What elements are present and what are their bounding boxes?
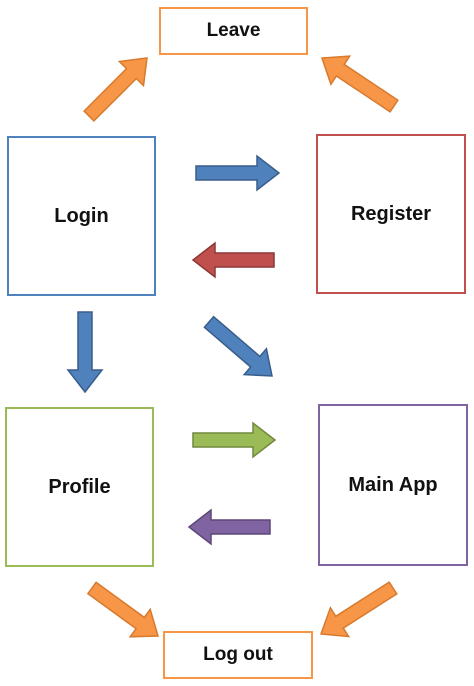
arrow-login-to-profile [66, 311, 104, 394]
login-label: Login [54, 204, 109, 227]
log-out-label: Log out [203, 644, 273, 665]
arrow-profile-to-log-out [86, 581, 159, 638]
register-label: Register [350, 202, 432, 225]
profile-node: Profile [5, 407, 154, 567]
leave-node: Leave [159, 7, 308, 55]
login-node: Login [7, 136, 156, 296]
arrow-login-to-main-app [203, 315, 273, 377]
arrow-login-to-leave [83, 57, 148, 122]
arrow-main-app-to-profile [187, 508, 271, 546]
arrow-main-app-to-log-out [319, 581, 398, 638]
log-out-node: Log out [163, 631, 313, 679]
leave-label: Leave [206, 20, 261, 41]
arrow-login-to-register [195, 154, 281, 192]
profile-label: Profile [48, 475, 111, 498]
arrow-register-to-login [191, 241, 275, 279]
register-node: Register [316, 134, 466, 294]
main-app-node: Main App [318, 404, 468, 566]
main-app-label: Main App [348, 473, 438, 496]
arrow-profile-to-main-app [192, 421, 277, 459]
arrow-register-to-leave [320, 55, 399, 113]
